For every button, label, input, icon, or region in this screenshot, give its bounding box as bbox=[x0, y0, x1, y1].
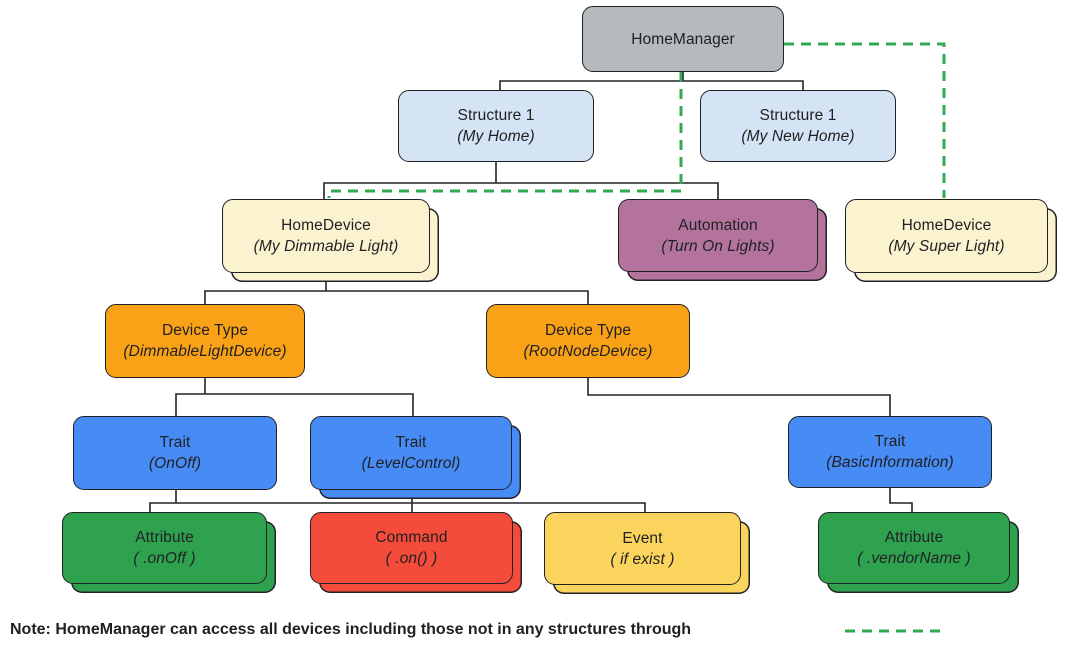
node-title: Event bbox=[622, 529, 663, 547]
node-title: Attribute bbox=[135, 529, 194, 546]
edge-homedevice1-devicetypes bbox=[204, 282, 589, 304]
node-devicetype-rootnodedevice: Device Type (RootNodeDevice) bbox=[486, 304, 690, 378]
edge-devicetype2-trait bbox=[587, 378, 891, 416]
node-title: HomeDevice bbox=[901, 217, 992, 234]
edge-traits-members bbox=[149, 490, 646, 513]
node-attribute-vendorname: Attribute ( .vendorName ) bbox=[818, 512, 1010, 584]
node-subtitle: (RootNodeDevice) bbox=[523, 343, 653, 360]
node-homedevice-my-dimmable-light: HomeDevice (My Dimmable Light) bbox=[222, 199, 430, 273]
edge-homemanager-structures bbox=[499, 72, 804, 90]
node-subtitle: (My Home) bbox=[457, 128, 535, 145]
node-trait-levelcontrol: Trait (LevelControl) bbox=[310, 416, 512, 490]
node-subtitle: ( if exist ) bbox=[610, 550, 675, 568]
node-subtitle: ( .onOff ) bbox=[133, 550, 196, 567]
node-devicetype-dimmablelightdevice: Device Type (DimmableLightDevice) bbox=[105, 304, 305, 378]
node-structure-my-home: Structure 1 (My Home) bbox=[398, 90, 594, 162]
node-title: Trait bbox=[395, 434, 427, 451]
node-trait-basicinformation: Trait (BasicInformation) bbox=[788, 416, 992, 488]
node-title: Trait bbox=[159, 434, 191, 451]
node-title: Attribute bbox=[884, 529, 944, 546]
node-subtitle: (OnOff) bbox=[148, 455, 202, 472]
node-event-if-exist: Event ( if exist ) bbox=[544, 512, 741, 585]
node-title: HomeDevice bbox=[281, 217, 371, 234]
node-title: Device Type bbox=[544, 322, 632, 339]
edge-devicetype1-traits bbox=[175, 378, 414, 416]
node-subtitle: ( .on() ) bbox=[385, 550, 438, 567]
node-subtitle: (DimmableLightDevice) bbox=[123, 343, 287, 360]
node-trait-onoff: Trait (OnOff) bbox=[73, 416, 277, 490]
node-command-on: Command ( .on() ) bbox=[310, 512, 513, 584]
edge-trait-basicinfo-attribute bbox=[889, 488, 913, 512]
node-title: Trait bbox=[874, 433, 906, 450]
node-title: Automation bbox=[678, 216, 758, 234]
node-title: Structure 1 bbox=[759, 107, 837, 124]
node-subtitle: (BasicInformation) bbox=[826, 454, 954, 471]
node-homemanager: HomeManager bbox=[582, 6, 784, 72]
node-subtitle: (My New Home) bbox=[741, 128, 855, 145]
node-subtitle: ( .vendorName ) bbox=[857, 550, 971, 567]
node-title: Structure 1 bbox=[457, 107, 535, 124]
node-title: HomeManager bbox=[631, 30, 735, 48]
node-attribute-onoff: Attribute ( .onOff ) bbox=[62, 512, 267, 584]
node-subtitle: (Turn On Lights) bbox=[661, 237, 775, 255]
node-structure-my-new-home: Structure 1 (My New Home) bbox=[700, 90, 896, 162]
node-title: Device Type bbox=[161, 322, 249, 339]
node-subtitle: (My Super Light) bbox=[888, 238, 1005, 255]
footnote: Note: HomeManager can access all devices… bbox=[10, 621, 692, 638]
node-automation-turn-on-lights: Automation (Turn On Lights) bbox=[618, 199, 818, 272]
node-homedevice-my-super-light: HomeDevice (My Super Light) bbox=[845, 199, 1048, 273]
node-subtitle: (My Dimmable Light) bbox=[253, 238, 399, 255]
node-title: Command bbox=[375, 529, 448, 546]
edge-structure1-children bbox=[323, 162, 719, 199]
node-subtitle: (LevelControl) bbox=[361, 455, 461, 472]
